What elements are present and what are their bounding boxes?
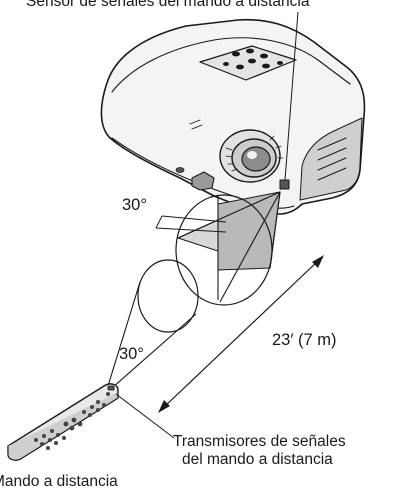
projector-top-edge <box>111 37 351 93</box>
lens-knurl <box>225 135 284 172</box>
reception-cone-dark <box>217 191 281 271</box>
projector-front-marks <box>189 119 203 130</box>
projector <box>100 18 366 215</box>
remote-control <box>7 383 119 461</box>
reception-angle-label: 30° <box>122 196 147 214</box>
projector-body <box>100 18 366 215</box>
sensor-label: Sensor de señales del mando a distancia <box>26 0 310 10</box>
transmission-cone-base <box>137 259 199 333</box>
remote-sensor-window <box>279 179 290 190</box>
remote-buttons <box>34 392 110 450</box>
lens-highlight <box>247 151 257 159</box>
distance-arrow <box>158 255 324 413</box>
projector-control-panel <box>199 45 297 81</box>
angle-top-bracket-1 <box>161 215 227 223</box>
remote-label: Mando a distancia <box>0 473 118 490</box>
remote-emitter <box>107 385 115 391</box>
projector-foot <box>191 171 215 191</box>
reception-cone <box>155 191 281 306</box>
remote-side <box>7 392 119 461</box>
sensor-leader-line <box>284 11 299 181</box>
angle-top-bracket-3 <box>155 227 227 233</box>
transmission-angle-label: 30° <box>119 345 144 363</box>
transmitter-leader-line <box>115 393 175 439</box>
control-panel-buttons <box>223 48 283 70</box>
projector-front-face <box>111 137 295 209</box>
projector-side-shade <box>299 117 363 201</box>
transmitter-label-line-2: del mando a distancia <box>182 450 333 468</box>
angle-top-bracket-2 <box>155 215 163 229</box>
distance-label: 23′ (7 m) <box>272 331 337 349</box>
projector-vents <box>317 137 347 181</box>
projector-front-button <box>175 167 185 173</box>
lens-glass <box>241 146 271 172</box>
transmission-cone <box>107 259 199 389</box>
transmitter-label: Transmisores de señales del mando a dist… <box>173 433 346 469</box>
transmitter-label-line-1: Transmisores de señales <box>173 433 346 450</box>
